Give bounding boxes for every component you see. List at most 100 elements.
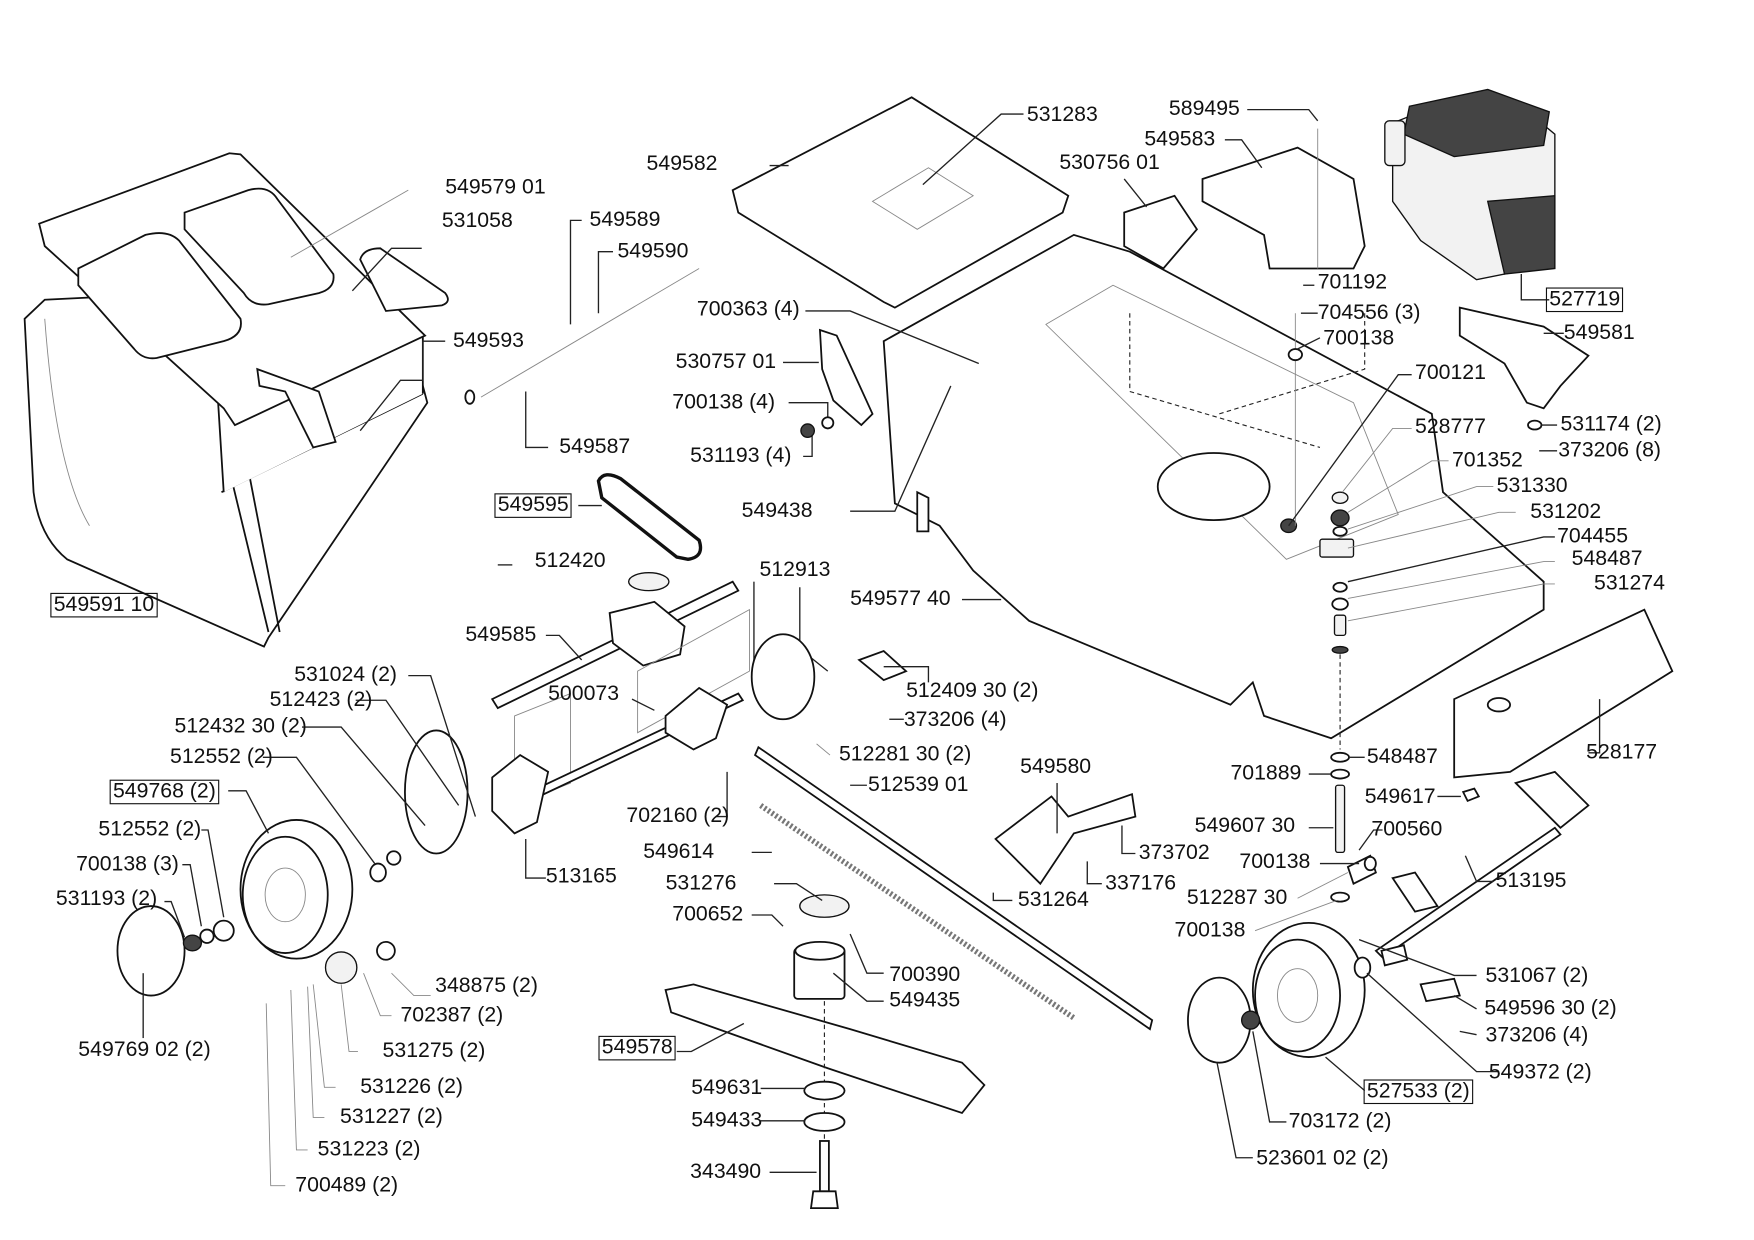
part-label: 700560 [1371,817,1443,842]
part-label: 531274 [1594,571,1665,596]
part-label: 512281 30 (2) [838,742,972,767]
rear-cover [731,96,1070,309]
part-label: 512409 30 (2) [906,678,1039,703]
part-label: 512432 30 (2) [174,714,307,739]
part-label-boxed: 549578 [598,1035,677,1061]
part-label: 549579 01 [445,175,546,200]
part-label: 548487 [1571,546,1643,571]
part-label: 512539 01 [868,772,969,797]
part-label: 701352 [1451,448,1523,473]
part-label: 549577 40 [850,587,951,611]
part-label: 373702 [1138,841,1210,865]
part-label: 531283 [1026,102,1098,127]
part-label-boxed: 527719 [1545,287,1624,313]
part-label: 704556 (3) [1317,300,1421,325]
part-label-boxed: 549595 [494,493,573,518]
part-label: 530756 01 [1059,151,1160,175]
part-label: 512420 [534,549,606,573]
part-label: 549617 [1364,785,1436,809]
part-label: 373206 (4) [903,708,1007,732]
part-label: 528777 [1415,415,1486,439]
part-label: 531330 [1496,474,1568,498]
part-label: 700138 [1174,918,1246,942]
transmission [490,572,740,710]
part-label: 700390 [889,963,961,987]
part-label-boxed: 549768 (2) [109,779,220,805]
part-label: 700138 (3) [76,852,179,876]
part-label: 531058 [441,209,513,233]
part-label: 549596 30 (2) [1484,996,1617,1021]
part-label: 348875 (2) [435,974,538,998]
part-label: 512552 (2) [98,817,202,842]
part-label: 700652 [672,902,744,927]
part-label: 531024 (2) [294,663,397,687]
spindle-stack [1319,491,1355,654]
part-label: 589495 [1168,97,1240,121]
part-label: 512913 [759,558,831,582]
part-label: 549585 [465,623,537,647]
part-label: 700138 (4) [672,390,776,414]
part-label: 549614 [643,840,715,864]
part-label: 701192 [1317,270,1388,295]
part-label-boxed: 527533 (2) [1363,1079,1474,1105]
part-label: 549769 02 (2) [78,1038,211,1062]
part-label: 512287 30 [1186,885,1288,910]
part-label: 549372 (2) [1488,1060,1592,1084]
part-label: 548487 [1366,744,1438,769]
mower-deck [882,233,1545,740]
part-label: 500073 [548,682,620,706]
engine-cover [1123,146,1366,270]
part-label: 531067 (2) [1485,964,1589,988]
engine [1384,88,1556,281]
part-label: 702160 (2) [626,804,730,828]
part-label: 549607 30 [1194,814,1296,838]
part-label: 549581 [1563,321,1635,345]
part-label: 549580 [1020,755,1092,779]
part-label: 703172 (2) [1288,1109,1392,1134]
part-label: 702387 (2) [400,1003,504,1027]
part-label: 373206 (4) [1485,1023,1589,1048]
part-label: 531227 (2) [340,1105,443,1129]
part-label: 700121 [1415,361,1486,385]
part-label: 701889 [1230,761,1302,786]
part-label: 704455 [1557,524,1629,549]
part-label: 531276 [665,871,737,895]
part-label: 531193 (4) [690,444,792,468]
part-label: 549438 [741,498,813,523]
part-label: 531275 (2) [382,1039,486,1063]
part-label: 530757 01 [675,350,777,374]
part-label: 512552 (2) [170,744,273,769]
part-label: 531264 [1017,888,1089,912]
part-label: 700138 [1323,326,1395,351]
part-label: 549593 [453,328,524,353]
part-label: 343490 [690,1159,762,1184]
part-label: 531193 (2) [55,887,158,911]
part-label: 531202 [1530,500,1602,524]
part-label: 373206 (8) [1558,438,1662,462]
part-label: 523601 02 (2) [1256,1146,1389,1171]
part-label: 528177 [1586,740,1658,765]
part-label: 513165 [545,864,617,889]
part-label: 549582 [646,152,718,176]
part-label: 549435 [889,988,961,1013]
part-label: 531174 (2) [1560,412,1662,437]
part-label: 700489 (2) [295,1173,399,1197]
part-label: 549583 [1144,127,1216,152]
part-label: 337176 [1105,871,1177,895]
part-label-boxed: 549591 10 [50,592,158,618]
part-label: 549589 [589,208,661,232]
part-label: 513195 [1495,869,1567,893]
part-label: 549590 [617,239,689,263]
catcher-lid [38,152,449,449]
part-label: 531223 (2) [317,1137,421,1162]
left-wheel [116,819,402,997]
part-label: 549587 [559,435,631,459]
right-wheel [1187,921,1461,1064]
part-label: 512423 (2) [269,687,373,712]
part-label: 531226 (2) [360,1074,463,1099]
part-label: 700138 [1239,850,1311,874]
part-label: 549631 [691,1076,763,1100]
part-label: 549433 [691,1108,763,1133]
